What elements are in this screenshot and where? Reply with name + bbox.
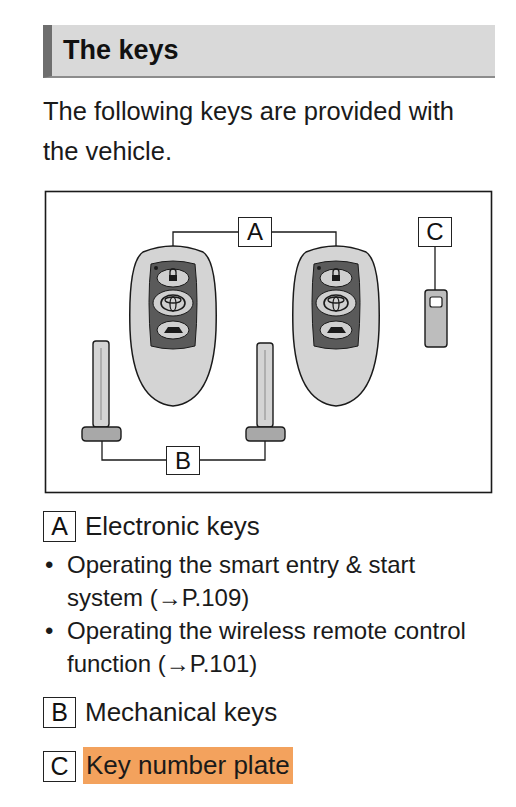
figure-frame (46, 192, 492, 493)
indicator-dot (154, 266, 158, 270)
legend-letter: A (43, 511, 76, 542)
legend-letter: C (43, 751, 76, 782)
key-groove (101, 348, 102, 420)
node-text: C (426, 220, 443, 244)
brand-logo (161, 295, 185, 311)
mechanical-key (246, 343, 285, 441)
node-text: Key number plate (86, 750, 290, 780)
callout-letter: B (166, 446, 200, 475)
leader-line (173, 232, 238, 248)
highlighted-term: Key number plate (83, 747, 293, 784)
key-fob-body (130, 246, 216, 406)
brand-logo (333, 297, 339, 311)
button-panel (312, 261, 360, 349)
button-panel (149, 261, 197, 349)
lock-symbol (332, 275, 340, 281)
brand-logo (165, 297, 181, 303)
unlock-button (153, 290, 193, 316)
leader-line (272, 232, 336, 248)
trunk-symbol (164, 327, 183, 333)
brand-logo (328, 297, 344, 303)
mechanical-key (82, 341, 121, 441)
bullet: • (45, 614, 65, 647)
plate-window (430, 297, 442, 307)
trunk-button (157, 321, 189, 339)
bullet-text: Operating the smart entry & start system… (67, 548, 497, 614)
trunk-symbol (327, 327, 346, 333)
key-head (82, 427, 121, 441)
lock-symbol (169, 275, 177, 281)
brand-logo (324, 295, 348, 311)
bullet: • (45, 548, 65, 581)
intro-text: The following keys are provided with the… (43, 91, 463, 171)
leader-line (102, 441, 166, 460)
electronic-key (293, 246, 379, 406)
leader-line (434, 247, 435, 290)
leader-line (200, 441, 265, 460)
key-blade (257, 343, 273, 427)
legend-letter: B (43, 697, 76, 728)
brand-logo (170, 297, 176, 311)
callout-letter: A (238, 217, 272, 247)
callout-letter: C (418, 217, 452, 247)
indicator-dot (317, 266, 321, 270)
electronic-key (130, 246, 216, 406)
key-head (246, 427, 285, 441)
node-text: The keys (63, 35, 179, 66)
key-number-plate (425, 290, 447, 347)
section-heading-band: The keys (43, 25, 495, 78)
lock-symbol (333, 269, 339, 275)
trunk-button (320, 321, 352, 339)
unlock-button (316, 290, 356, 316)
node-text: A (247, 220, 263, 244)
key-groove (265, 350, 266, 420)
key-blade (93, 341, 109, 427)
bullet-text: Operating the wireless remote control fu… (67, 614, 497, 680)
lock-symbol (170, 269, 176, 275)
plate-body (425, 290, 447, 347)
node-text: B (175, 449, 191, 473)
item-title: Electronic keys (85, 510, 485, 543)
node-text: B (51, 700, 68, 725)
key-fob-body (293, 246, 379, 406)
node-text: A (51, 514, 68, 539)
node-text: C (50, 754, 68, 779)
item-title: Mechanical keys (85, 696, 485, 729)
lock-button (157, 269, 189, 287)
lock-button (320, 269, 352, 287)
